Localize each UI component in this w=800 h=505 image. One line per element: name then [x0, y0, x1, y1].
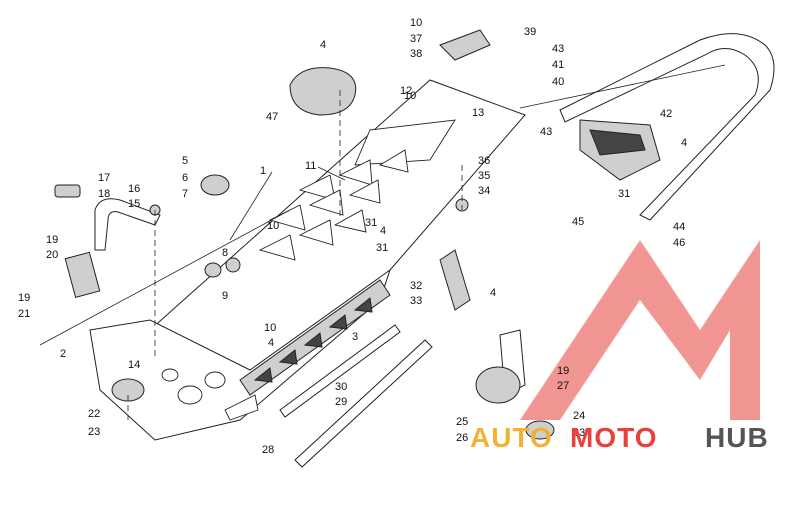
callout-34: 34 [478, 185, 490, 197]
callout-12: 12 [400, 85, 412, 97]
callout-35: 35 [478, 170, 490, 182]
callout-9: 9 [222, 290, 228, 302]
rear-bumper [559, 33, 775, 221]
callout-7: 7 [182, 188, 188, 200]
callout-5: 5 [182, 155, 188, 167]
watermark-part-3: HUB [705, 422, 769, 453]
callout-25: 25 [456, 416, 468, 428]
rail-cutouts [253, 297, 373, 383]
callout-27: 27 [557, 380, 569, 392]
callout-15: 15 [128, 198, 140, 210]
callout-13: 13 [472, 107, 484, 119]
watermark-logo [520, 240, 760, 420]
callout-10-mid: 10 [404, 90, 416, 102]
callout-23-right: 23 [573, 427, 585, 439]
callout-38: 38 [410, 48, 422, 60]
callout-4-mid: 4 [380, 225, 386, 237]
callout-31-right: 31 [618, 188, 630, 200]
callout-19-right: 19 [557, 365, 569, 377]
callout-3: 3 [352, 331, 358, 343]
watermark-part-1: AUTO [470, 422, 553, 453]
callout-18: 18 [98, 188, 110, 200]
callout-17: 17 [98, 172, 110, 184]
callout-41: 41 [552, 59, 564, 71]
callout-11: 11 [305, 160, 316, 172]
callout-42: 42 [660, 108, 672, 120]
callout-10-low: 10 [264, 322, 276, 334]
callout-32: 32 [410, 280, 422, 292]
callout-43-top: 43 [552, 43, 564, 55]
callout-14: 14 [128, 359, 140, 371]
callout-22: 22 [88, 408, 100, 420]
callout-4-top: 4 [320, 39, 326, 51]
callout-6: 6 [182, 172, 188, 184]
side-panel-holes [161, 368, 259, 421]
callout-19-low: 19 [18, 292, 30, 304]
callout-39: 39 [524, 26, 536, 38]
callout-10-top: 10 [410, 17, 422, 29]
callout-36: 36 [478, 155, 490, 167]
callout-8: 8 [222, 247, 228, 259]
callout-21: 21 [18, 308, 30, 320]
callout-30: 30 [335, 381, 347, 393]
callout-19-left: 19 [46, 234, 58, 246]
callout-33: 33 [410, 295, 422, 307]
small-parts [111, 174, 555, 440]
callout-20: 20 [46, 249, 58, 261]
callout-46: 46 [673, 237, 685, 249]
callout-10-left: 10 [267, 220, 279, 232]
tunnel-cutouts [258, 119, 456, 261]
callout-4-low: 4 [268, 337, 274, 349]
callout-43-low: 43 [540, 126, 552, 138]
tunnel-assembly [89, 79, 526, 441]
footrest-bracket-left [54, 184, 161, 299]
callout-28: 28 [262, 444, 274, 456]
callout-labels: 1 2 3 4 4 4 4 4 5 6 7 8 9 10 10 10 10 11… [18, 17, 687, 456]
slide-rods [279, 324, 433, 468]
watermark-text: AUTO MOTO HUB [470, 422, 769, 453]
callout-2: 2 [60, 348, 66, 360]
callout-1: 1 [260, 165, 266, 177]
grab-handle [439, 29, 491, 61]
callout-23-left: 23 [88, 426, 100, 438]
rear-flap [579, 119, 661, 181]
watermark-part-2: MOTO [570, 422, 657, 453]
callout-45: 45 [572, 216, 584, 228]
callout-24: 24 [573, 410, 585, 422]
callout-31-left: 31 [376, 242, 388, 254]
callout-40: 40 [552, 76, 564, 88]
callout-31-mid: 31 [365, 217, 377, 229]
callout-37: 37 [410, 33, 422, 45]
callout-44: 44 [673, 221, 685, 233]
callout-4-right: 4 [681, 137, 687, 149]
callout-4-side: 4 [490, 287, 496, 299]
callout-16: 16 [128, 183, 140, 195]
callout-47: 47 [266, 111, 278, 123]
callout-26: 26 [456, 432, 468, 444]
fastener-lines [127, 90, 463, 420]
footrest-right [439, 249, 526, 404]
callout-29: 29 [335, 396, 347, 408]
storage-pad [289, 67, 357, 116]
callout-leaders [39, 64, 726, 346]
